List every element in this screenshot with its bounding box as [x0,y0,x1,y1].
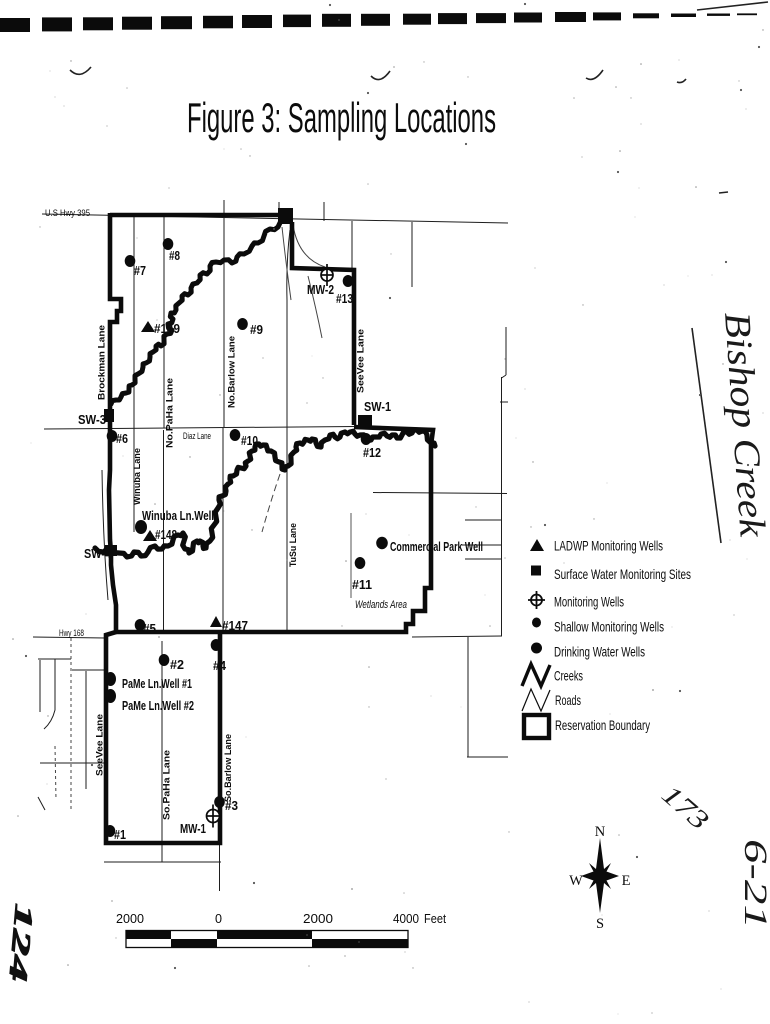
svg-text:#13: #13 [336,292,353,306]
svg-text:W: W [569,873,583,889]
svg-text:#3: #3 [225,799,238,813]
svg-text:#12: #12 [363,446,381,460]
svg-text:Creeks: Creeks [554,668,583,684]
svg-text:Feet: Feet [424,912,446,926]
svg-text:SW-4: SW-4 [84,546,112,561]
svg-text:U.S Hwy 395: U.S Hwy 395 [45,208,90,218]
svg-text:2000: 2000 [116,912,144,926]
svg-text:#7: #7 [134,264,146,278]
svg-text:#149: #149 [154,322,180,336]
svg-text:Winuba Ln.Well: Winuba Ln.Well [142,508,214,523]
svg-text:No.Barlow Lane: No.Barlow Lane [227,336,237,408]
svg-text:Monitoring Wells: Monitoring Wells [554,594,624,610]
svg-text:#5: #5 [143,622,156,636]
svg-text:#1: #1 [114,828,126,842]
svg-text:6-21: 6-21 [737,839,770,929]
svg-text:Commercial Park Well: Commercial Park Well [390,539,483,554]
svg-text:#6: #6 [116,432,128,446]
svg-text:SeeVee Lane: SeeVee Lane [95,714,105,776]
svg-text:#148: #148 [155,528,177,542]
svg-text:SW-1: SW-1 [364,399,391,414]
svg-text:TuSu Lane: TuSu Lane [288,523,298,567]
svg-text:0: 0 [215,912,222,926]
svg-text:MW-2: MW-2 [307,283,334,297]
svg-text:Roads: Roads [555,692,581,708]
svg-text:Reservation Boundary: Reservation Boundary [555,717,650,733]
svg-text:PaMe Ln.Well #1: PaMe Ln.Well #1 [122,676,192,691]
svg-text:Drinking Water Wells: Drinking Water Wells [554,644,645,660]
svg-text:Surface Water Monitoring Sites: Surface Water Monitoring Sites [554,566,691,582]
svg-text:#11: #11 [352,578,372,592]
svg-text:Shallow Monitoring Wells: Shallow Monitoring Wells [554,619,664,635]
svg-text:So.PaHa Lane: So.PaHa Lane [162,750,172,820]
svg-text:SeeVee Lane: SeeVee Lane [356,329,366,393]
svg-text:No.PaHa Lane: No.PaHa Lane [165,378,175,448]
svg-text:So.Barlow Lane: So.Barlow Lane [223,734,233,802]
svg-text:MW-1: MW-1 [180,821,206,836]
svg-text:Winuba Lane: Winuba Lane [132,448,142,505]
svg-text:E: E [622,873,631,889]
svg-text:S: S [596,916,604,932]
svg-text:SW-3: SW-3 [78,412,106,427]
svg-text:2000: 2000 [303,912,333,926]
svg-text:PaMe Ln.Well #2: PaMe Ln.Well #2 [122,698,194,713]
svg-text:#9: #9 [250,323,263,337]
svg-text:Wetlands Area: Wetlands Area [355,599,407,611]
svg-text:#147: #147 [222,619,248,633]
svg-text:#2: #2 [170,658,184,672]
svg-text:#4: #4 [213,659,226,673]
svg-text:Hwy 168: Hwy 168 [59,628,84,638]
svg-text:Figure 3: Sampling Locations: Figure 3: Sampling Locations [187,94,496,141]
svg-text:4000: 4000 [393,912,419,926]
svg-text:#10: #10 [241,434,258,448]
svg-text:Diaz Lane: Diaz Lane [183,431,211,441]
svg-text:#8: #8 [169,249,180,263]
svg-text:LADWP Monitoring Wells: LADWP Monitoring Wells [554,538,663,554]
svg-text:N: N [595,824,606,840]
svg-text:Brockman Lane: Brockman Lane [97,325,107,400]
